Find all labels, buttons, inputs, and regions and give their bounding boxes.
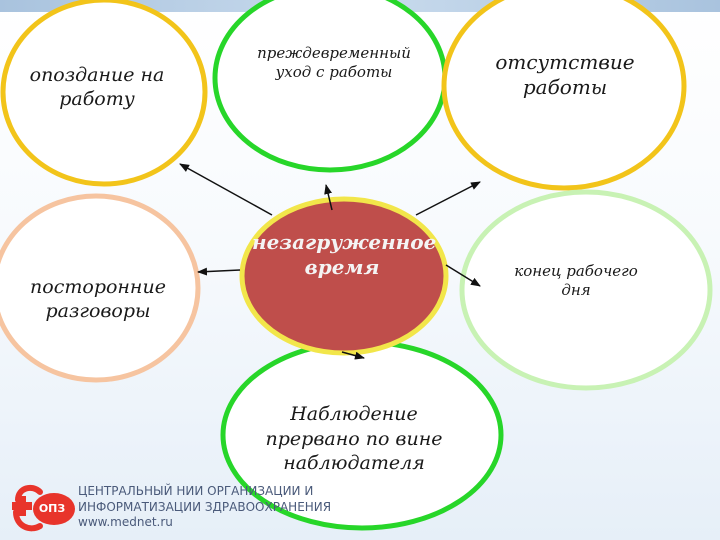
arrow-to-interrupted xyxy=(341,351,365,360)
org-name-line-1: ЦЕНТРАЛЬНЫЙ НИИ ОРГАНИЗАЦИИ И xyxy=(78,484,314,498)
center-node-label: незагруженное время xyxy=(252,230,437,279)
node-late-label: опоздание на работу xyxy=(29,64,165,110)
node-chatter-circle xyxy=(0,193,201,383)
node-chatter-label: посторонние разговоры xyxy=(30,276,166,322)
node-early-leave-circle xyxy=(212,0,448,173)
arrow-to-late xyxy=(179,163,273,216)
node-end-of-day-label: конец рабочего дня xyxy=(514,262,638,299)
org-name-line-2: ИНФОРМАТИЗАЦИИ ЗДРАВООХРАНЕНИЯ xyxy=(78,499,332,514)
organization-logo-icon xyxy=(12,484,75,532)
node-absence-circle xyxy=(441,0,687,191)
node-absence-label: отсутствие работы xyxy=(495,50,635,99)
node-interrupted-label: Наблюдение прервано по вине наблюдателя xyxy=(265,403,443,475)
org-website-link[interactable]: www.mednet.ru xyxy=(78,515,173,530)
node-end-of-day-circle xyxy=(459,189,713,391)
arrow-to-chatter xyxy=(197,267,241,276)
organization-name: ЦЕНТРАЛЬНЫЙ НИИ ОРГАНИЗАЦИИ И ИНФОРМАТИЗ… xyxy=(78,484,331,531)
arrow-to-end-of-day xyxy=(445,264,481,287)
arrow-to-early-leave xyxy=(324,184,333,211)
logo-badge-text: ОПЗ xyxy=(38,502,66,515)
node-early-leave-label: преждевременный уход с работы xyxy=(257,44,411,81)
arrow-to-absence xyxy=(415,181,481,216)
node-late-circle xyxy=(0,0,208,187)
